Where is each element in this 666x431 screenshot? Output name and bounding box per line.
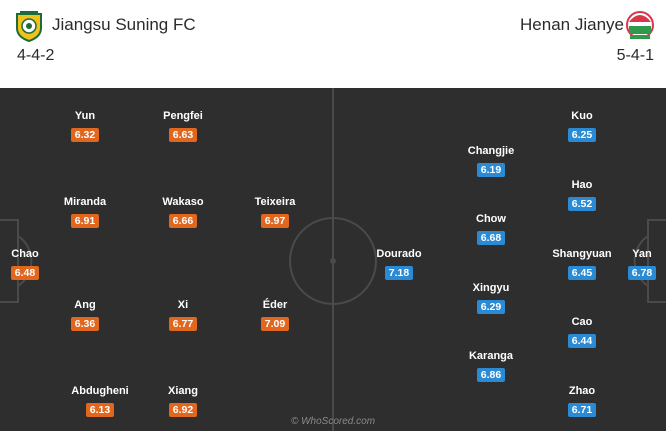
player-rating: 7.18: [385, 266, 413, 280]
player-card[interactable]: Abdugheni 6.13: [63, 385, 137, 418]
player-name: Zhao: [568, 385, 596, 397]
player-name: Kuo: [571, 110, 593, 122]
player-card[interactable]: Wakaso 6.66: [146, 196, 220, 229]
player-card[interactable]: Hao 6.52: [545, 179, 619, 212]
player-name: Éder: [262, 299, 288, 311]
player-rating: 6.78: [628, 266, 656, 280]
player-rating: 6.29: [477, 300, 505, 314]
player-name: Xiang: [168, 385, 198, 397]
player-name: Yun: [74, 110, 96, 122]
player-rating: 6.52: [568, 197, 596, 211]
player-name: Xi: [177, 299, 189, 311]
jiangsu-suning-crest-icon: [16, 11, 42, 42]
player-name: Chow: [476, 213, 506, 225]
home-formation: 4-4-2: [17, 47, 55, 64]
player-rating: 6.68: [477, 231, 505, 245]
away-team-name: Henan Jianye: [520, 15, 624, 34]
player-name: Teixeira: [254, 196, 296, 208]
player-rating: 6.97: [261, 214, 289, 228]
henan-jianye-crest-icon: [626, 11, 654, 39]
player-rating: 6.32: [71, 128, 99, 142]
player-rating: 6.48: [11, 266, 39, 280]
player-rating: 6.66: [169, 214, 197, 228]
player-name: Chao: [11, 248, 39, 260]
home-team-name: Jiangsu Suning FC: [52, 15, 196, 34]
player-name: Yan: [632, 248, 652, 260]
player-card[interactable]: Chao 6.48: [0, 248, 62, 281]
player-name: Cao: [571, 316, 593, 328]
away-formation: 5-4-1: [616, 47, 654, 64]
player-card[interactable]: Miranda 6.91: [48, 196, 122, 229]
pitch-markings: [0, 88, 666, 431]
player-card[interactable]: Kuo 6.25: [545, 110, 619, 143]
player-name: Miranda: [63, 196, 107, 208]
player-name: Wakaso: [162, 196, 204, 208]
player-name: Shangyuan: [552, 248, 612, 260]
player-card[interactable]: Teixeira 6.97: [238, 196, 312, 229]
player-rating: 6.25: [568, 128, 596, 142]
player-card[interactable]: Xiang 6.92: [146, 385, 220, 418]
player-card[interactable]: Cao 6.44: [545, 316, 619, 349]
player-rating: 6.77: [169, 317, 197, 331]
player-name: Ang: [74, 299, 96, 311]
player-card[interactable]: Yun 6.32: [48, 110, 122, 143]
player-rating: 6.45: [568, 266, 596, 280]
player-name: Dourado: [376, 248, 422, 260]
pitch: Yun 6.32 Pengfei 6.63 Miranda 6.91 Wakas…: [0, 88, 666, 431]
player-name: Hao: [571, 179, 593, 191]
player-card[interactable]: Pengfei 6.63: [146, 110, 220, 143]
player-name: Pengfei: [163, 110, 203, 122]
player-rating: 6.92: [169, 403, 197, 417]
player-card[interactable]: Yan 6.78: [605, 248, 666, 281]
player-rating: 7.09: [261, 317, 289, 331]
player-card[interactable]: Karanga 6.86: [454, 350, 528, 383]
player-rating: 6.71: [568, 403, 596, 417]
player-name: Changjie: [467, 145, 515, 157]
player-card[interactable]: Changjie 6.19: [454, 145, 528, 178]
player-card[interactable]: Ang 6.36: [48, 299, 122, 332]
player-rating: 6.36: [71, 317, 99, 331]
player-rating: 6.91: [71, 214, 99, 228]
player-card[interactable]: Xi 6.77: [146, 299, 220, 332]
match-header: Jiangsu Suning FC 4-4-2 Henan Jianye 5-4…: [0, 0, 666, 88]
player-card[interactable]: Xingyu 6.29: [454, 282, 528, 315]
player-rating: 6.13: [86, 403, 114, 417]
player-rating: 6.44: [568, 334, 596, 348]
player-card[interactable]: Zhao 6.71: [545, 385, 619, 418]
player-name: Xingyu: [472, 282, 510, 294]
player-rating: 6.19: [477, 163, 505, 177]
player-card[interactable]: Shangyuan 6.45: [545, 248, 619, 281]
watermark: © WhoScored.com: [290, 416, 376, 427]
player-card[interactable]: Éder 7.09: [238, 299, 312, 332]
player-rating: 6.63: [169, 128, 197, 142]
player-name: Abdugheni: [71, 385, 129, 397]
player-name: Karanga: [468, 350, 514, 362]
player-card[interactable]: Dourado 7.18: [362, 248, 436, 281]
player-card[interactable]: Chow 6.68: [454, 213, 528, 246]
player-rating: 6.86: [477, 368, 505, 382]
